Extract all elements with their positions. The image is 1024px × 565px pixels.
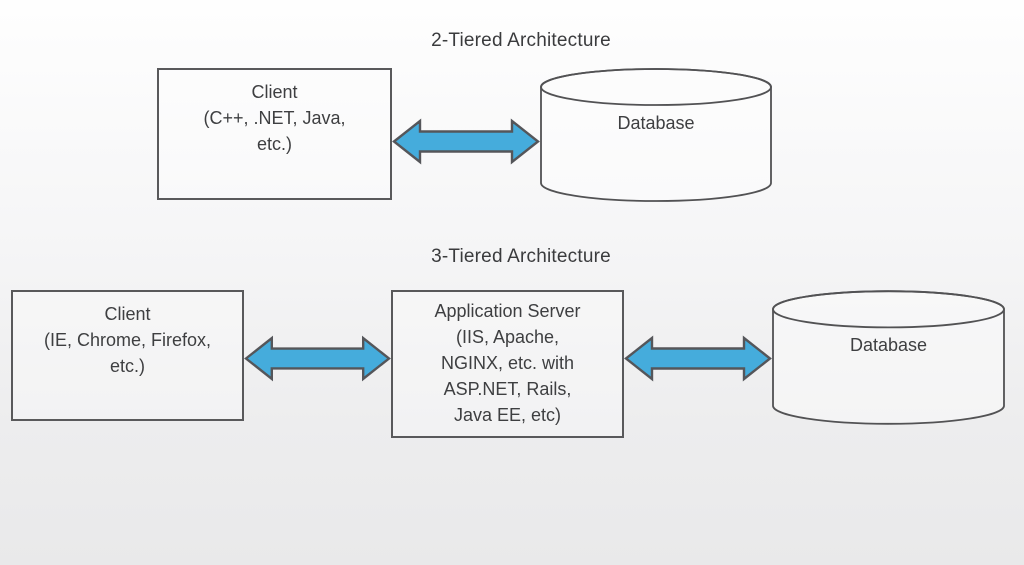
two-tier-client-label-line1: Client bbox=[251, 82, 298, 102]
two-tier-database-label: Database bbox=[617, 113, 695, 133]
app-server-label-line3: NGINX, etc. with bbox=[440, 353, 575, 373]
two-tier-title: 2-Tiered Architecture bbox=[431, 30, 611, 51]
two-tier-bidirectional-arrow-icon bbox=[392, 118, 540, 165]
three-tier-client-label-line1: Client bbox=[104, 304, 151, 324]
three-tier-database-cylinder: Database bbox=[772, 290, 1005, 425]
three-tier-app-server-box: Application Server (IIS, Apache, NGINX, … bbox=[391, 290, 624, 438]
app-server-label-line2: (IIS, Apache, bbox=[455, 327, 560, 347]
app-server-label-line1: Application Server bbox=[434, 301, 581, 321]
three-tier-client-label-line2: (IE, Chrome, Firefox, bbox=[43, 330, 212, 350]
three-tier-appserver-database-arrow-icon bbox=[624, 335, 772, 382]
two-tier-client-label-line3: etc.) bbox=[256, 134, 292, 154]
three-tier-client-label-line3: etc.) bbox=[109, 356, 145, 376]
two-tier-database-cylinder: Database bbox=[540, 68, 772, 202]
three-tier-client-box: Client (IE, Chrome, Firefox, etc.) bbox=[11, 290, 244, 421]
three-tier-client-appserver-arrow-icon bbox=[244, 335, 391, 382]
three-tier-title: 3-Tiered Architecture bbox=[431, 246, 611, 267]
two-tier-client-label-line2: (C++, .NET, Java, bbox=[203, 108, 346, 128]
app-server-label-line4: ASP.NET, Rails, bbox=[443, 379, 572, 399]
three-tier-database-label: Database bbox=[849, 335, 928, 355]
app-server-label-line5: Java EE, etc) bbox=[453, 405, 562, 425]
two-tier-client-box: Client (C++, .NET, Java, etc.) bbox=[157, 68, 392, 200]
